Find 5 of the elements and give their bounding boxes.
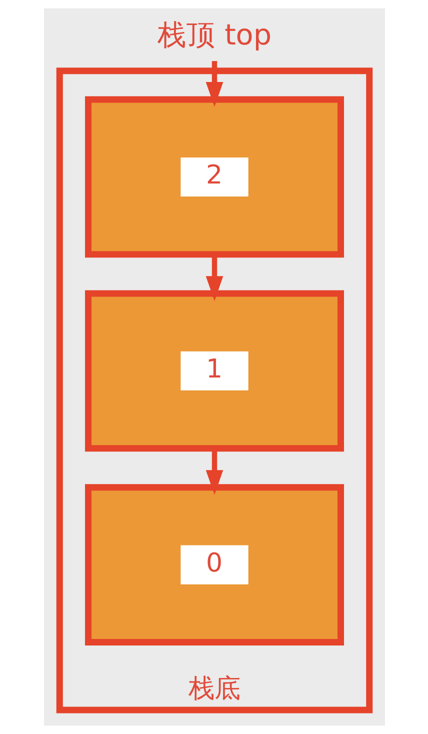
node-text: 栈顶 top: [156, 17, 272, 52]
node-box: 1: [84, 290, 344, 452]
node-box: 2: [84, 96, 344, 258]
arrow: [205, 61, 223, 107]
node-box: 0: [84, 484, 344, 646]
